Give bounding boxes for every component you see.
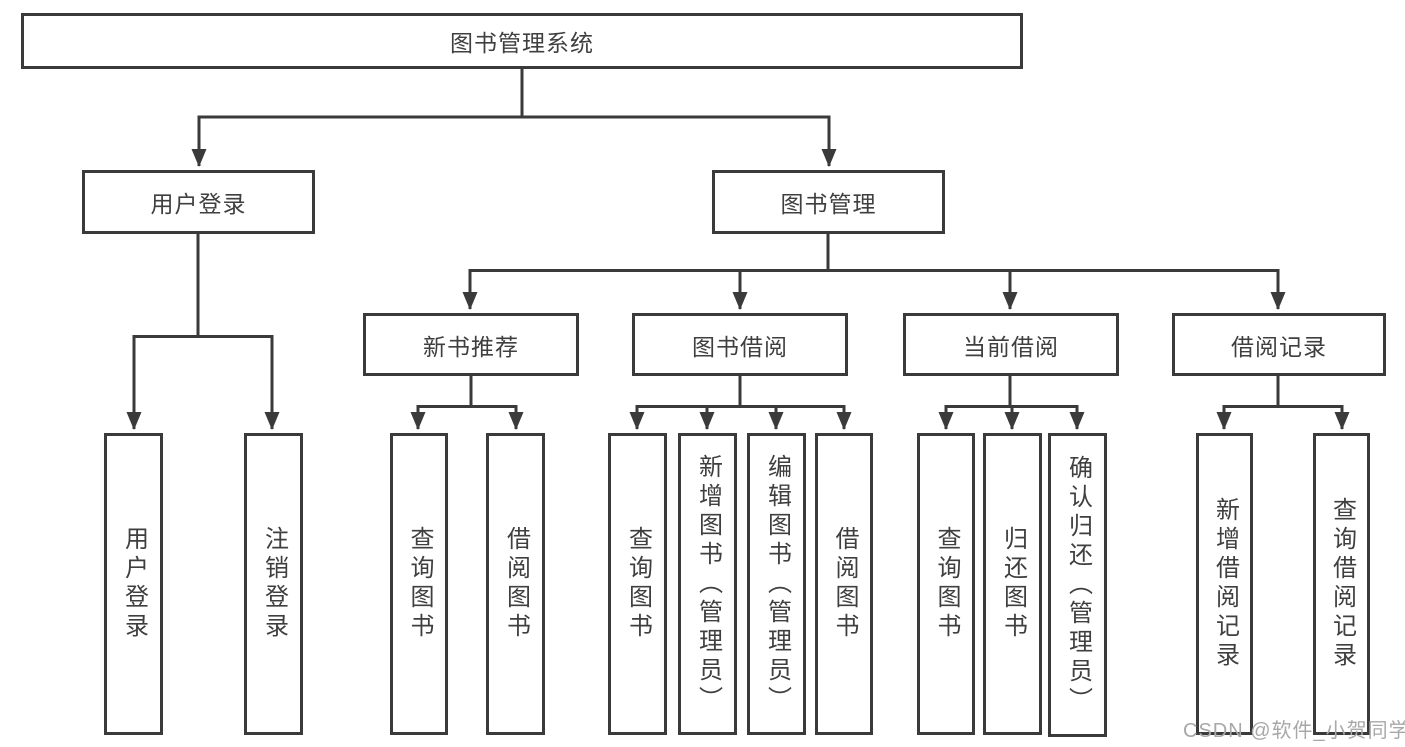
- node-user-login-leaf: 用户登录: [104, 433, 163, 735]
- node-label: 查询图书: [406, 526, 433, 642]
- node-new-book-recommendation: 新书推荐: [363, 313, 579, 376]
- node-borrow-books-recommend: 借阅图书: [486, 433, 545, 735]
- node-query-books-borrowing: 查询图书: [608, 433, 667, 735]
- node-label: 查询图书: [624, 526, 652, 642]
- node-query-books-recommend: 查询图书: [390, 433, 448, 735]
- node-label: 编辑图书（管理员）: [763, 453, 791, 715]
- node-label: 借阅图书: [831, 526, 858, 642]
- node-label: 借阅记录: [1231, 333, 1327, 360]
- node-label: 借阅图书: [502, 526, 530, 642]
- node-label: 图书管理: [780, 191, 877, 217]
- node-label: 新书推荐: [423, 333, 519, 360]
- node-current-borrowing: 当前借阅: [903, 313, 1119, 376]
- node-label: 图书借阅: [692, 333, 788, 360]
- node-label: 图书管理系统: [450, 30, 594, 56]
- node-label: 新增图书（管理员）: [694, 453, 722, 715]
- node-borrowing-records: 借阅记录: [1172, 313, 1386, 376]
- node-label: 查询借阅记录: [1328, 497, 1356, 671]
- node-logout: 注销登录: [244, 433, 303, 735]
- node-label: 注销登录: [260, 526, 288, 642]
- node-library-management-system: 图书管理系统: [21, 13, 1023, 69]
- node-query-books-current: 查询图书: [917, 433, 975, 735]
- node-return-books: 归还图书: [983, 433, 1042, 735]
- node-add-borrowing-record: 新增借阅记录: [1196, 433, 1253, 735]
- node-query-borrowing-record: 查询借阅记录: [1313, 433, 1370, 735]
- csdn-watermark: CSDN @软件_小贺同学: [1183, 720, 1405, 742]
- node-confirm-return-admin: 确认归还（管理员）: [1048, 433, 1107, 737]
- node-add-books-admin: 新增图书（管理员）: [678, 433, 737, 735]
- node-label: 用户登录: [150, 191, 247, 217]
- node-label: 确认归还（管理员）: [1064, 454, 1092, 716]
- node-label: 归还图书: [999, 526, 1027, 642]
- node-label: 用户登录: [120, 526, 148, 642]
- node-borrow-books-leaf: 借阅图书: [815, 433, 873, 735]
- node-label: 查询图书: [933, 526, 960, 642]
- node-edit-books-admin: 编辑图书（管理员）: [747, 433, 806, 735]
- node-label: 当前借阅: [963, 333, 1059, 360]
- node-book-management: 图书管理: [712, 170, 945, 234]
- node-user-login: 用户登录: [82, 170, 315, 234]
- node-book-borrowing: 图书借阅: [632, 313, 848, 376]
- node-label: 新增借阅记录: [1211, 497, 1239, 671]
